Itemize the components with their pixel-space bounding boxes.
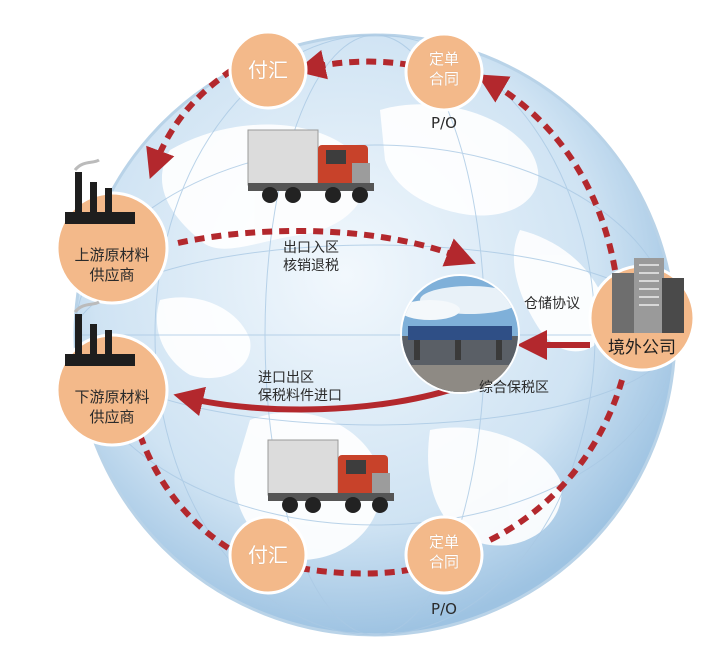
arrow-bottom-left xyxy=(137,433,242,558)
node-downstream-label: 下游原材料 供应商 xyxy=(62,388,162,427)
node-order-bottom-label: 定单 合同 xyxy=(414,533,474,572)
import-out-line1: 进口出区 xyxy=(258,370,314,386)
downstream-line2: 供应商 xyxy=(89,407,135,426)
arrow-top-left xyxy=(146,67,234,180)
order-top-line1: 定单 xyxy=(428,50,459,68)
arrow-top-right xyxy=(477,74,618,271)
upstream-line1: 上游原材料 xyxy=(74,246,150,264)
import-out-line2: 保税料件进口 xyxy=(258,387,342,404)
order-top-line2: 合同 xyxy=(428,69,459,88)
node-order-top-label: 定单 合同 xyxy=(414,50,474,89)
cycle-arrows xyxy=(137,50,625,577)
export-in-line1: 出口入区 xyxy=(283,240,339,256)
node-pay-bottom-label: 付汇 xyxy=(248,543,288,567)
node-upstream-label: 上游原材料 供应商 xyxy=(62,246,162,285)
node-order-bottom xyxy=(404,515,484,595)
node-pay-bottom xyxy=(228,515,308,595)
downstream-line1: 下游原材料 xyxy=(74,388,150,406)
po-top-label: P/O xyxy=(431,114,457,132)
upstream-line2: 供应商 xyxy=(89,265,135,284)
arrow-import-out xyxy=(173,382,466,417)
node-pay-top-label: 付汇 xyxy=(248,58,288,82)
storage-label: 仓储协议 xyxy=(524,296,580,312)
export-in-line2: 核销退税 xyxy=(283,257,339,274)
export-in-label: 出口入区 核销退税 xyxy=(266,240,356,275)
order-bottom-line2: 合同 xyxy=(428,552,459,571)
building-icon xyxy=(612,258,684,333)
bonded-zone-label: 综合保税区 xyxy=(479,380,549,396)
truck-top xyxy=(247,129,374,203)
factory-icon xyxy=(65,158,135,224)
node-foreign-company-label: 境外公司 xyxy=(608,338,676,358)
node-order-top xyxy=(404,32,484,112)
arrow-export-in xyxy=(177,227,476,267)
solid-arrows xyxy=(173,330,590,417)
factory-icon xyxy=(65,300,135,366)
node-pay-top xyxy=(228,30,308,110)
import-out-label: 进口出区 保税料件进口 xyxy=(258,370,388,405)
globe xyxy=(73,33,677,637)
po-bottom-label: P/O xyxy=(431,600,457,618)
arrow-bottom-mid xyxy=(299,565,409,577)
truck-bottom xyxy=(267,439,394,513)
arrow-bottom-right xyxy=(488,379,625,543)
order-bottom-line1: 定单 xyxy=(428,533,459,551)
arrow-top-mid xyxy=(295,50,411,80)
